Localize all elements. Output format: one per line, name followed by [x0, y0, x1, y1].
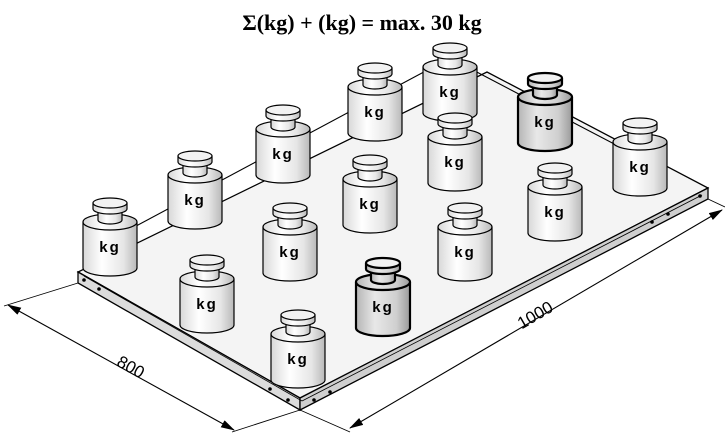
- weight-label: kg: [439, 84, 461, 101]
- width-label: 800: [114, 352, 148, 382]
- weight-label: kg: [196, 296, 218, 313]
- weight-13: kg: [82, 197, 138, 277]
- weight-8: kg: [342, 154, 398, 234]
- weight-label: kg: [372, 299, 394, 316]
- weight-4: kg: [347, 62, 403, 142]
- weight-12: kg: [354, 256, 412, 338]
- weight-label: kg: [534, 114, 556, 131]
- weight-7: kg: [255, 104, 311, 184]
- weight-label: kg: [629, 159, 651, 176]
- weights-group: kg kg kg kg kg kg kg kg kg kg kg kg kg kg kg: [82, 42, 668, 389]
- weight-10: kg: [167, 150, 223, 230]
- weight-label: kg: [287, 351, 309, 368]
- weight-label: kg: [359, 196, 381, 213]
- weight-label: kg: [544, 204, 566, 221]
- weight-label: kg: [364, 104, 386, 121]
- weight-3: kg: [612, 117, 668, 197]
- weight-14: kg: [179, 254, 235, 334]
- weight-15: kg: [270, 309, 326, 389]
- weight-label: kg: [184, 192, 206, 209]
- weight-2: kg: [516, 71, 574, 153]
- weight-5: kg: [427, 112, 483, 192]
- diagram-title: Σ(kg) + (kg) = max. 30 kg: [242, 10, 481, 35]
- weight-label: kg: [272, 146, 294, 163]
- weight-6: kg: [527, 162, 583, 242]
- weight-label: kg: [444, 154, 466, 171]
- length-label: 1000: [514, 298, 556, 333]
- weight-label: kg: [454, 244, 476, 261]
- weight-11: kg: [262, 202, 318, 282]
- weight-label: kg: [99, 239, 121, 256]
- weight-9: kg: [437, 202, 493, 282]
- weight-1: kg: [422, 42, 478, 122]
- weight-label: kg: [279, 244, 301, 261]
